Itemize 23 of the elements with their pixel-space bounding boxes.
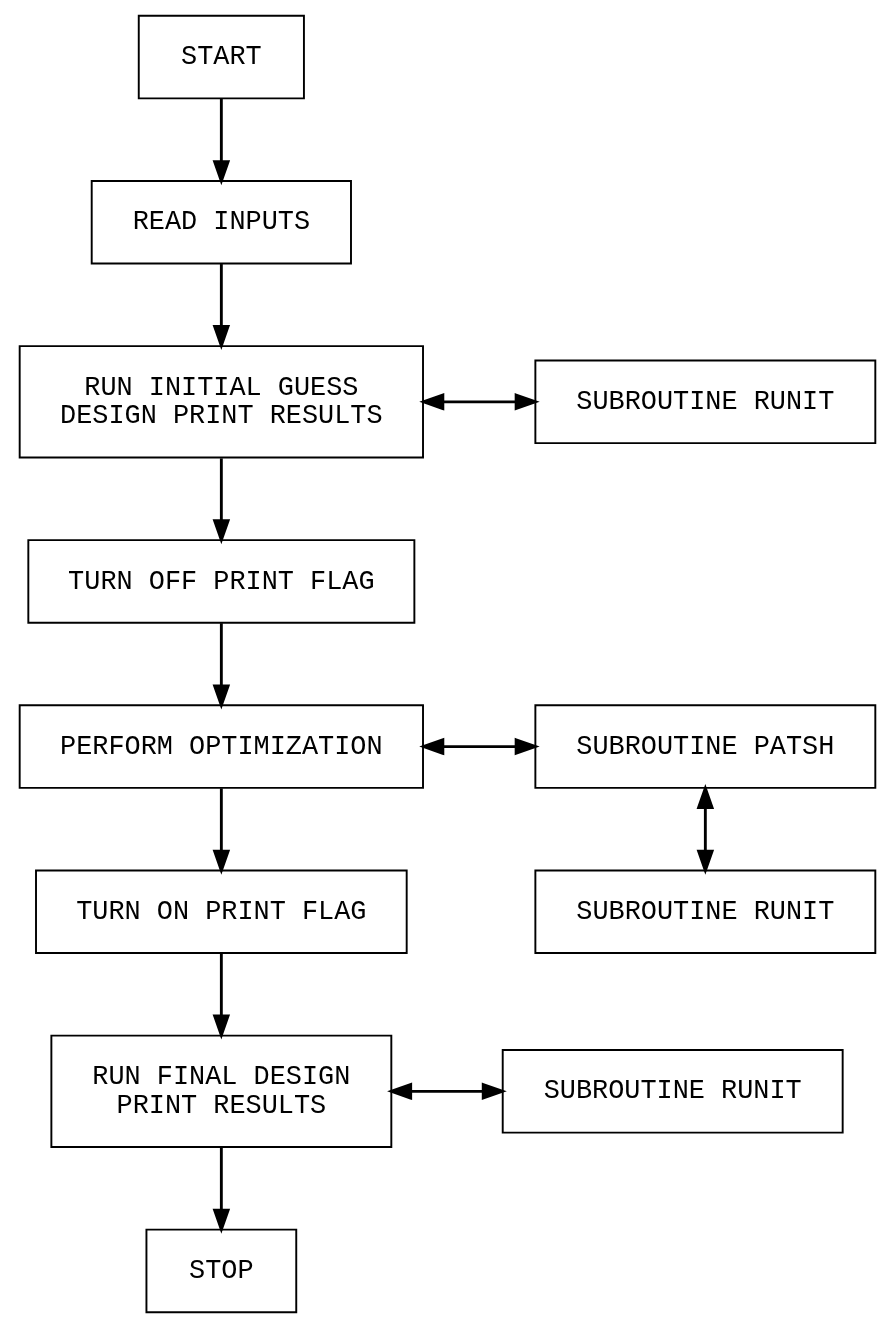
node-box: SUBROUTINE RUNIT <box>533 359 876 445</box>
arrow <box>212 98 230 186</box>
arrow <box>212 788 230 875</box>
node-box: RUN INITIAL GUESS DESIGN PRINT RESULTS <box>18 345 424 459</box>
arrow <box>212 458 230 545</box>
arrow <box>212 1147 230 1234</box>
arrow <box>418 737 540 756</box>
arrow <box>386 1082 507 1101</box>
node-box: SUBROUTINE PATSH <box>533 704 876 789</box>
node-box: TURN OFF PRINT FLAG <box>26 539 415 624</box>
node-box: PERFORM OPTIMIZATION <box>18 704 424 789</box>
node-box: START <box>137 14 305 100</box>
node-box: SUBROUTINE RUNIT <box>533 869 876 954</box>
arrow <box>212 264 230 350</box>
node-box: RUN FINAL DESIGN PRINT RESULTS <box>49 1034 392 1148</box>
arrow <box>696 784 714 875</box>
arrow <box>418 393 540 411</box>
arrow <box>212 953 230 1040</box>
node-box: READ INPUTS <box>90 180 352 265</box>
node-box: STOP <box>145 1228 297 1314</box>
arrow <box>212 623 230 710</box>
node-box: TURN ON PRINT FLAG <box>34 869 408 954</box>
node-box: SUBROUTINE RUNIT <box>501 1049 844 1134</box>
